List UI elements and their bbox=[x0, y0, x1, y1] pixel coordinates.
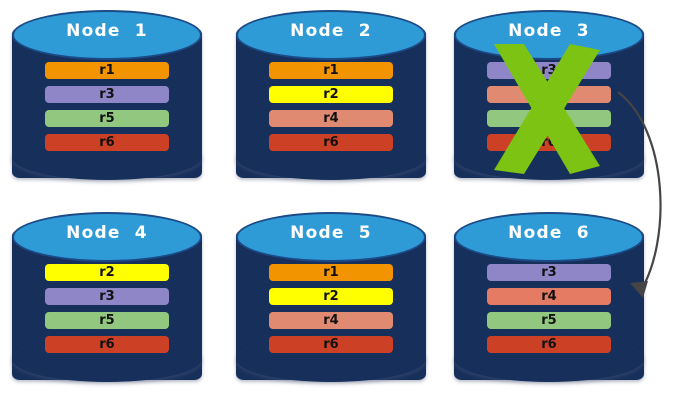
replica-bar[interactable]: r6 bbox=[269, 134, 393, 151]
node-1[interactable]: Node 1 r1 r3 r5 r6 bbox=[10, 6, 204, 188]
cylinder-top bbox=[236, 212, 426, 262]
cylinder-top bbox=[12, 10, 202, 60]
node-title: Node 5 bbox=[290, 223, 372, 243]
node-title: Node 2 bbox=[290, 21, 372, 41]
replica-bar[interactable]: r6 bbox=[45, 134, 169, 151]
node-2[interactable]: Node 2 r1 r2 r4 r6 bbox=[234, 6, 428, 188]
replica-bar[interactable]: r3 bbox=[45, 86, 169, 103]
replica-bar[interactable]: r3 bbox=[45, 288, 169, 305]
cylinder-top bbox=[236, 10, 426, 60]
replica-bar[interactable]: r5 bbox=[487, 312, 611, 329]
cylinder-top bbox=[454, 212, 644, 262]
replica-bar[interactable]: r2 bbox=[269, 86, 393, 103]
replica-list: r1 r2 r4 r6 bbox=[234, 264, 428, 353]
replica-bar[interactable]: r3 bbox=[487, 264, 611, 281]
cylinder-top bbox=[12, 212, 202, 262]
replica-bar[interactable]: r6 bbox=[269, 336, 393, 353]
cylinder-shape bbox=[234, 6, 428, 188]
node-title: Node 6 bbox=[508, 223, 590, 243]
replica-bar[interactable]: r4 bbox=[487, 86, 611, 103]
replica-bar[interactable]: r2 bbox=[269, 288, 393, 305]
node-3[interactable]: Node 3 r3 r4 r5 r6 bbox=[452, 6, 646, 188]
replica-list: r3 r4 r5 r6 bbox=[452, 62, 646, 151]
replica-bar[interactable]: r6 bbox=[45, 336, 169, 353]
replica-list: r2 r3 r5 r6 bbox=[10, 264, 204, 353]
replica-list: r3 r4 r5 r6 bbox=[452, 264, 646, 353]
cylinder-shape bbox=[10, 6, 204, 188]
replica-bar[interactable]: r4 bbox=[487, 288, 611, 305]
replica-bar[interactable]: r5 bbox=[45, 110, 169, 127]
node-5[interactable]: Node 5 r1 r2 r4 r6 bbox=[234, 208, 428, 390]
replica-bar[interactable]: r5 bbox=[45, 312, 169, 329]
replica-bar[interactable]: r2 bbox=[45, 264, 169, 281]
replica-bar[interactable]: r5 bbox=[487, 110, 611, 127]
replica-bar[interactable]: r4 bbox=[269, 312, 393, 329]
node-6[interactable]: Node 6 r3 r4 r5 r6 bbox=[452, 208, 646, 390]
cylinder-shape bbox=[10, 208, 204, 390]
replica-bar[interactable]: r3 bbox=[487, 62, 611, 79]
cylinder-shape bbox=[234, 208, 428, 390]
replica-list: r1 r2 r4 r6 bbox=[234, 62, 428, 151]
replica-bar[interactable]: r1 bbox=[269, 62, 393, 79]
replica-bar[interactable]: r4 bbox=[269, 110, 393, 127]
node-title: Node 3 bbox=[508, 21, 590, 41]
replica-bar[interactable]: r1 bbox=[269, 264, 393, 281]
replica-bar[interactable]: r1 bbox=[45, 62, 169, 79]
node-title: Node 4 bbox=[66, 223, 148, 243]
replica-bar[interactable]: r6 bbox=[487, 336, 611, 353]
replica-bar[interactable]: r6 bbox=[487, 134, 611, 151]
replica-list: r1 r3 r5 r6 bbox=[10, 62, 204, 151]
node-4[interactable]: Node 4 r2 r3 r5 r6 bbox=[10, 208, 204, 390]
node-title: Node 1 bbox=[66, 21, 148, 41]
